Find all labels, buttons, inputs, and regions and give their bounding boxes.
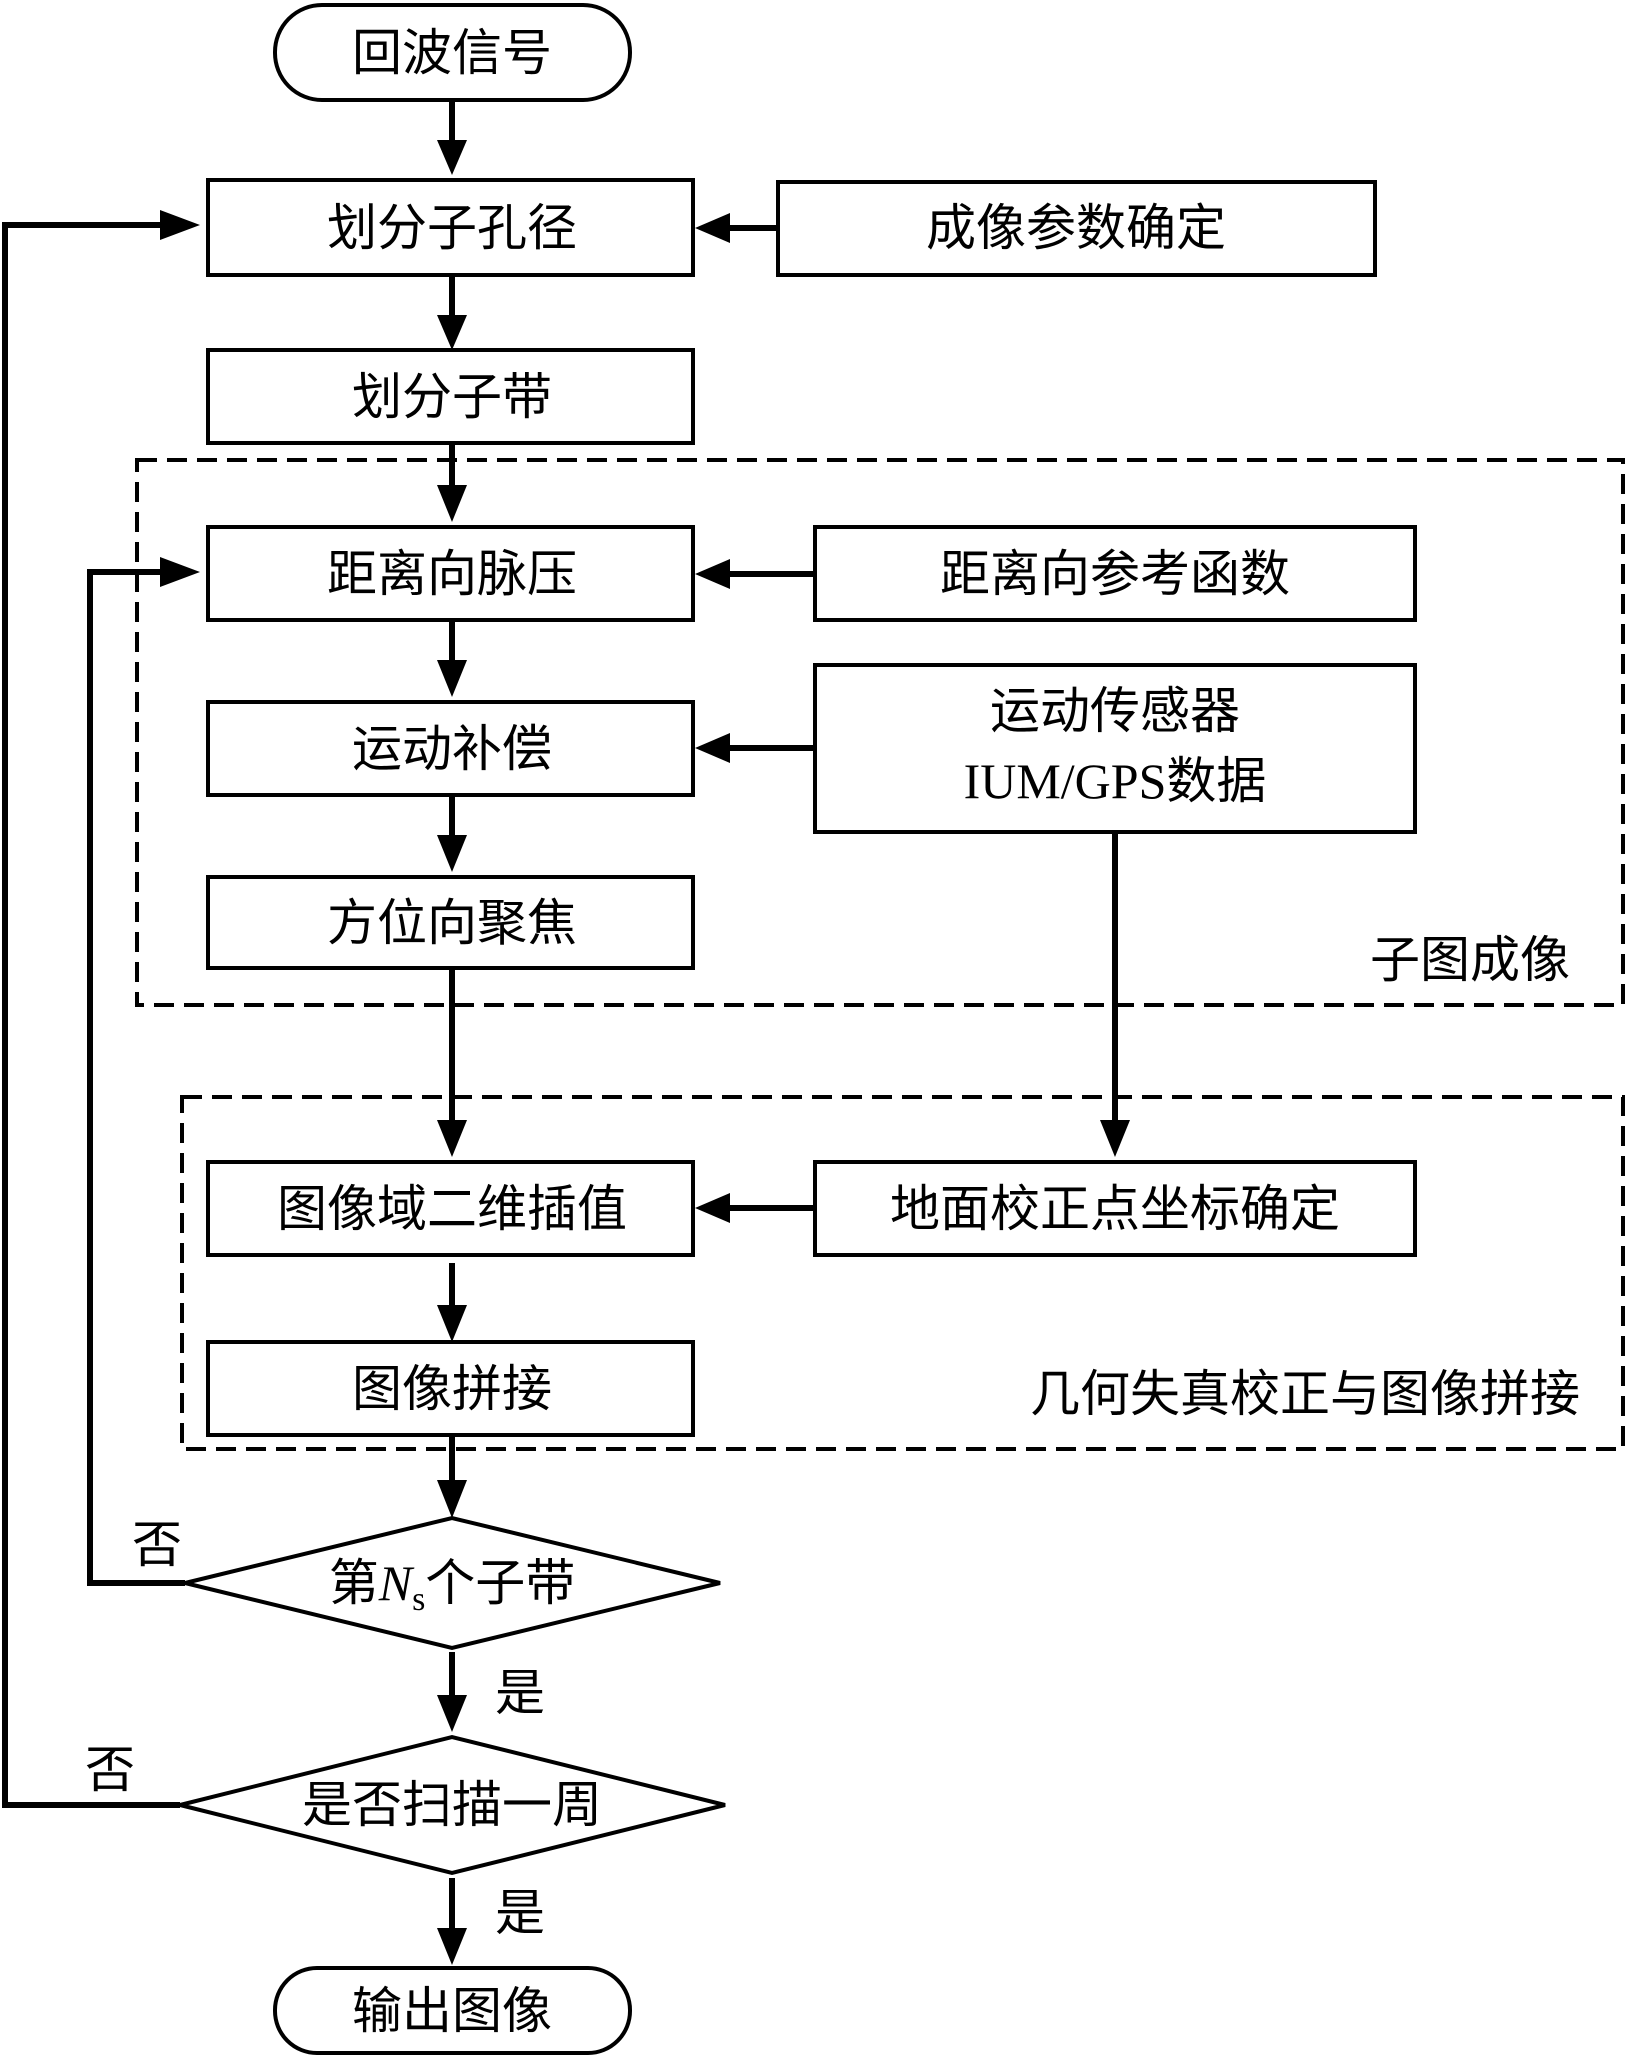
motion-sensor-box <box>813 663 1417 834</box>
region-subimage-label: 子图成像 <box>1370 931 1570 989</box>
decision-subband-label: 第Ns个子带 <box>329 1554 576 1618</box>
region-geo-correction <box>180 1095 1625 1451</box>
motion-sensor-label-line2: IUM/GPS数据 <box>964 753 1267 809</box>
divide-aperture-label: 划分子孔径 <box>327 199 577 257</box>
start-terminal <box>273 3 632 102</box>
edge-label-yes-2: 是 <box>495 1884 545 1942</box>
range-ref-func-label: 距离向参考函数 <box>940 545 1290 603</box>
region-subimage <box>135 458 1625 1007</box>
motion-sensor-label-line1: 运动传感器 <box>990 682 1240 740</box>
interp-2d-box <box>206 1160 695 1257</box>
interp-2d-label: 图像域二维插值 <box>277 1180 627 1238</box>
imaging-params-box <box>776 180 1377 277</box>
azimuth-focus-box <box>206 875 695 970</box>
motion-comp-label: 运动补偿 <box>352 720 552 778</box>
connectors <box>2 100 1118 1928</box>
region-geo-correction-label: 几何失真校正与图像拼接 <box>1030 1365 1580 1423</box>
end-label: 输出图像 <box>352 1982 552 2040</box>
divide-aperture-box <box>206 178 695 277</box>
edge-label-no-2: 否 <box>85 1741 135 1799</box>
image-mosaic-label: 图像拼接 <box>352 1360 552 1418</box>
gcp-coords-label: 地面校正点坐标确定 <box>890 1180 1340 1238</box>
image-mosaic-box <box>206 1340 695 1437</box>
start-label: 回波信号 <box>352 24 552 82</box>
gcp-coords-box <box>813 1160 1417 1257</box>
range-compress-box <box>206 525 695 622</box>
divide-subband-label: 划分子带 <box>352 368 552 426</box>
imaging-params-label: 成像参数确定 <box>926 199 1226 257</box>
edge-label-no-1: 否 <box>132 1516 182 1574</box>
decision-scan-diamond <box>179 1734 726 1876</box>
arrowheads <box>160 140 1130 1965</box>
range-compress-label: 距离向脉压 <box>327 545 577 603</box>
azimuth-focus-label: 方位向聚焦 <box>327 894 577 952</box>
divide-subband-box <box>206 348 695 445</box>
motion-comp-box <box>206 700 695 797</box>
decision-scan-label: 是否扫描一周 <box>302 1776 602 1834</box>
decision-subband-diamond <box>184 1515 721 1651</box>
range-ref-func-box <box>813 525 1417 622</box>
edge-label-yes-1: 是 <box>495 1664 545 1722</box>
end-terminal <box>273 1966 632 2055</box>
